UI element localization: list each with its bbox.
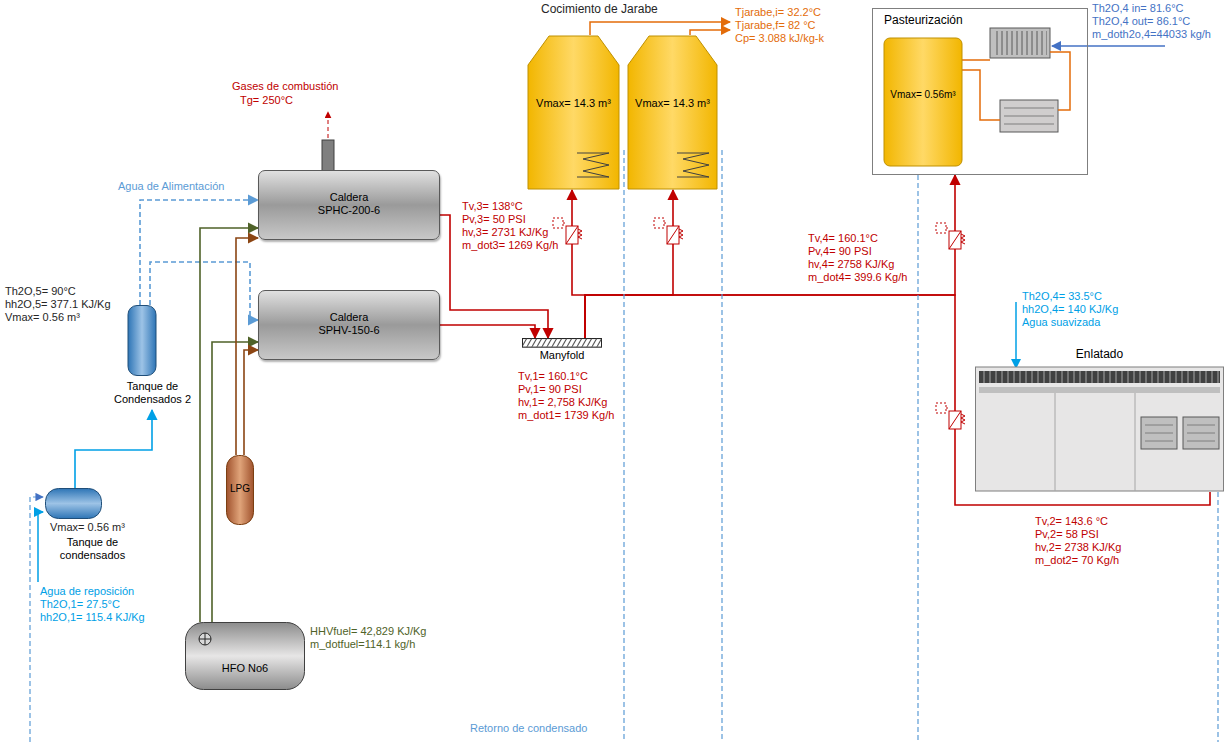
boiler: Caldera SPHC-200-6	[258, 170, 440, 240]
parameter-label: hv,2= 2738 KJ/Kg	[1035, 541, 1121, 554]
parameter-label: Th2O,5= 90°C	[5, 285, 76, 298]
parameter-label: Pv,3= 50 PSI	[462, 213, 526, 226]
parameter-label: Th2O,4 out= 86.1°C	[1092, 15, 1190, 28]
pipe-line	[75, 410, 152, 488]
parameter-label: hv,4= 2758 KJ/Kg	[808, 258, 894, 271]
node-label: Vmax= 14.3 m³	[527, 97, 620, 110]
pasteur-tank: Vmax= 0.56m³	[883, 37, 963, 167]
parameter-label: m_dot1= 1739 Kg/h	[518, 409, 614, 422]
parameter-label: Th2O,1= 27.5°C	[40, 598, 120, 611]
vtank-shape	[883, 37, 963, 167]
parameter-label: Pv,4= 90 PSI	[808, 245, 872, 258]
lpg-tank: LPG	[226, 455, 254, 525]
heat-exchanger	[962, 28, 1165, 132]
parameter-label: Vmax= 0.56 m³	[50, 521, 125, 534]
parameter-label: m_dot3= 1269 Kg/h	[462, 239, 558, 252]
can-shape	[975, 345, 1224, 492]
parameter-label: Retorno de condensado	[470, 722, 587, 735]
node-label: Tanque de condensados	[45, 536, 140, 562]
syrup-tank: Vmax= 14.3 m³	[627, 35, 718, 190]
parameter-label: Agua suavizada	[1022, 316, 1100, 329]
node-label: Enlatado	[975, 347, 1224, 361]
pipe-line	[440, 325, 535, 338]
pasteurization-unit: PasteurizaciónVmax= 0.56m³	[872, 8, 1088, 175]
node-label: Vmax= 14.3 m³	[627, 97, 718, 110]
pipe-line	[440, 215, 548, 338]
condensate-tank: Tanque de Condensados 2	[110, 305, 195, 410]
parameter-label: Tv,4= 160.1°C	[808, 232, 878, 245]
pipe-line	[212, 342, 258, 622]
parameter-label: Pv,1= 90 PSI	[518, 383, 582, 396]
parameter-label: Cocimiento de Jarabe	[541, 2, 658, 17]
node-label: Caldera SPHC-200-6	[309, 191, 389, 217]
parameter-label: hh2O,5= 377.1 KJ/Kg	[5, 298, 111, 311]
parameter-label: Cp= 3.088 kJ/kg-k	[735, 32, 824, 45]
parameter-label: Tg= 250°C	[240, 94, 293, 107]
node-label: Vmax= 0.56m³	[883, 89, 963, 101]
pipe-line	[140, 200, 258, 305]
syrup-lines	[590, 22, 730, 35]
parameter-label: hh2O,4= 140 KJ/Kg	[1022, 303, 1118, 316]
pipe-line	[150, 262, 258, 320]
node-label: LPG	[226, 483, 254, 495]
parameter-label: hh2O,1= 115.4 KJ/Kg	[40, 611, 145, 624]
pipe-line	[200, 228, 258, 622]
cook-shape	[627, 35, 718, 190]
node-label: Caldera SPHV-150-6	[309, 311, 389, 337]
pipe-line	[236, 238, 258, 455]
pipe-line	[244, 350, 258, 455]
parameter-label: Gases de combustión	[232, 80, 338, 93]
node-label: Tanque de Condensados 2	[110, 380, 195, 406]
parameter-label: m_doth2o,4=44033 kg/h	[1092, 28, 1211, 41]
manifold: Manyfold	[522, 338, 602, 366]
parameter-label: hv,3= 2731 KJ/Kg	[462, 226, 548, 239]
parameter-label: Th2O,4= 33.5°C	[1022, 290, 1102, 303]
parameter-label: m_dot2= 70 Kg/h	[1035, 554, 1119, 567]
parameter-label: m_dotfuel=114.1 kg/h	[310, 638, 415, 651]
pipe-line	[585, 190, 673, 338]
parameter-label: Pv,2= 58 PSI	[1035, 528, 1099, 541]
boiler: Caldera SPHV-150-6	[258, 290, 440, 360]
pipe-line	[585, 175, 955, 338]
node-label: Pasteurización	[881, 13, 966, 27]
parameter-label: Tjarabe,f= 82 °C	[735, 19, 816, 32]
fuel-tank: HFO No6	[185, 622, 305, 690]
canning-line: Enlatado	[975, 345, 1224, 492]
parameter-label: Tjarabe,i= 32.2°C	[735, 6, 821, 19]
pipe-line	[572, 190, 585, 338]
node-label: HFO No6	[185, 662, 305, 675]
parameter-label: Agua de reposición	[40, 585, 134, 598]
parameter-label: Tv,3= 138°C	[462, 200, 523, 213]
cook-shape	[527, 35, 620, 190]
parameter-label: Th2O,4 in= 81.6°C	[1092, 2, 1184, 15]
steam-traps	[553, 218, 965, 429]
water-lines	[38, 302, 1016, 582]
node-label: Manyfold	[522, 349, 602, 362]
syrup-tank: Vmax= 14.3 m³	[527, 35, 620, 190]
parameter-label: hv,1= 2,758 KJ/Kg	[518, 396, 607, 409]
chimney	[322, 112, 334, 171]
parameter-label: Vmax= 0.56 m³	[5, 311, 80, 324]
parameter-label: HHVfuel= 42,829 KJ/Kg	[310, 625, 427, 638]
parameter-label: Agua de Alimentación	[118, 180, 224, 193]
parameter-label: m_dot4= 399.6 Kg/h	[808, 271, 907, 284]
parameter-label: Tv,2= 143.6 °C	[1035, 515, 1108, 528]
parameter-label: Tv,1= 160.1°C	[518, 370, 588, 383]
hfo-shape	[185, 622, 305, 690]
